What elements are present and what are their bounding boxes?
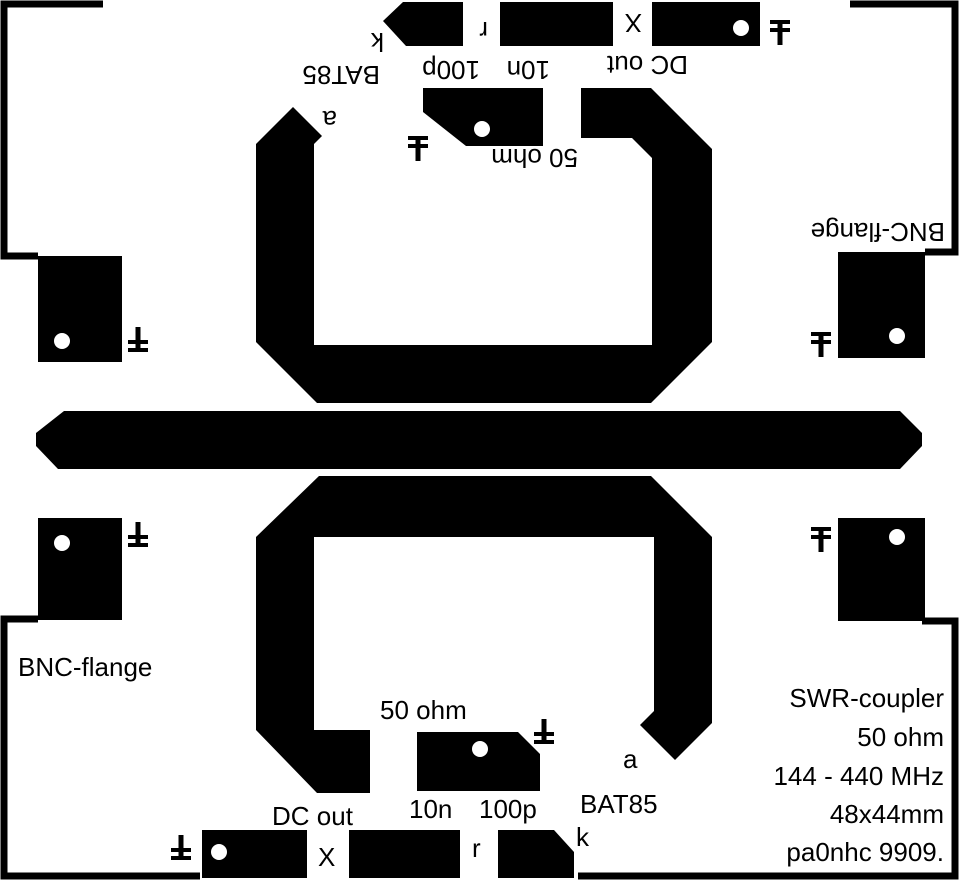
- drill-hole-icon: [889, 529, 905, 545]
- ground-symbol-icon: [811, 332, 831, 357]
- drill-hole-icon: [733, 20, 749, 36]
- bnc-pad-top-right: [838, 252, 925, 358]
- drill-hole-icon: [474, 121, 490, 137]
- title-line-5: pa0nhc 9909.: [786, 837, 944, 867]
- lower-coupling-loop: [256, 476, 712, 793]
- top-anode-label: a: [322, 105, 337, 135]
- ground-symbol-icon: [171, 835, 191, 860]
- ground-symbol-icon: [128, 522, 148, 547]
- bottom-r-pad: [349, 830, 460, 878]
- drill-hole-icon: [54, 333, 70, 349]
- bottom-dc-out-label: DC out: [272, 801, 354, 831]
- bnc-pad-bottom-left: [38, 518, 122, 620]
- top-labels: BNC-flange 50 ohm DC out 10n 100p BAT85 …: [302, 8, 945, 247]
- drill-hole-icon: [889, 328, 905, 344]
- drill-hole-icon: [472, 741, 488, 757]
- top-diode-k-pad: [383, 2, 463, 46]
- ground-symbol-icon: [128, 327, 148, 352]
- bottom-bnc-flange-label: BNC-flange: [18, 652, 152, 682]
- bottom-anode-label: a: [623, 744, 638, 774]
- top-r-pad: [500, 2, 613, 46]
- top-cathode-label: k: [370, 27, 384, 57]
- bottom-diode-k-pad: [498, 830, 574, 878]
- top-dc-out-label: DC out: [606, 50, 688, 80]
- top-10n-label: 10n: [507, 55, 550, 85]
- main-line: [36, 411, 922, 469]
- top-bat85-label: BAT85: [302, 60, 380, 90]
- title-line-2: 50 ohm: [857, 722, 944, 752]
- top-50ohm-pad: [423, 88, 543, 146]
- drill-hole-icon: [211, 844, 227, 860]
- ground-symbols: [128, 20, 831, 860]
- top-100p-label: 100p: [422, 55, 480, 85]
- top-50ohm-label: 50 ohm: [491, 143, 578, 173]
- ground-symbol-icon: [534, 719, 554, 744]
- top-r-label: r: [479, 16, 488, 46]
- top-x-label: X: [625, 8, 642, 38]
- title-block: SWR-coupler 50 ohm 144 - 440 MHz 48x44mm…: [773, 683, 944, 867]
- ground-symbol-icon: [811, 527, 831, 552]
- upper-coupling-loop: [256, 88, 712, 403]
- outline-top-left: [0, 0, 103, 260]
- ground-symbol-icon: [770, 20, 790, 45]
- bottom-r-label: r: [472, 833, 481, 863]
- bottom-x-label: X: [318, 842, 335, 872]
- bottom-labels: BNC-flange 50 ohm DC out 10n 100p BAT85 …: [18, 652, 658, 872]
- bottom-10n-label: 10n: [409, 794, 452, 824]
- title-line-1: SWR-coupler: [789, 683, 944, 713]
- bnc-pad-bottom-right: [838, 518, 925, 621]
- bottom-cathode-label: k: [576, 822, 590, 852]
- bottom-50ohm-label: 50 ohm: [380, 695, 467, 725]
- bottom-50ohm-pad: [417, 732, 540, 791]
- outline-bottom-right: [578, 617, 959, 880]
- outline-bottom-left: [0, 615, 200, 880]
- top-bnc-flange-label: BNC-flange: [811, 217, 945, 247]
- bottom-bat85-label: BAT85: [580, 789, 658, 819]
- drill-holes: [54, 20, 905, 860]
- drill-hole-icon: [54, 535, 70, 551]
- bottom-100p-label: 100p: [479, 794, 537, 824]
- title-line-3: 144 - 440 MHz: [773, 761, 944, 791]
- title-line-4: 48x44mm: [830, 799, 944, 829]
- copper-layer: [36, 2, 925, 878]
- ground-symbol-icon: [408, 136, 428, 161]
- outline-top-right: [850, 0, 959, 256]
- bnc-pad-top-left: [38, 256, 122, 362]
